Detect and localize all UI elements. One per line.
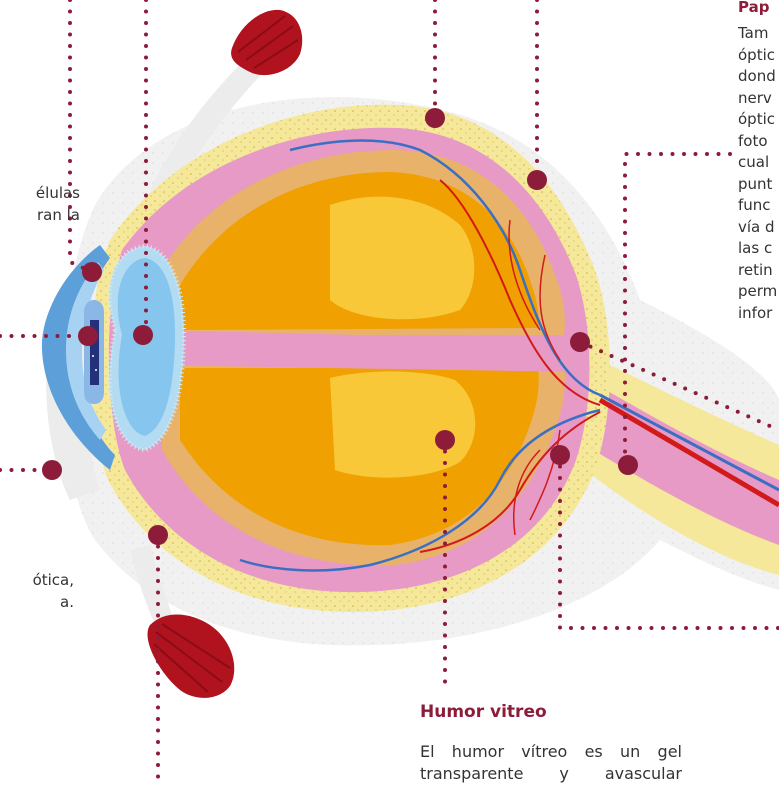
fragment-line: ran la [0, 205, 80, 227]
papila-line: Tam [738, 23, 779, 45]
left-description-fragment-2: ótica, a. [0, 570, 74, 613]
humor-vitreo-description: El humor vítreo es un gel transparente y… [420, 741, 682, 785]
papila-line: perm [738, 281, 779, 303]
fragment-line: ótica, [0, 570, 74, 592]
papila-line: vía d [738, 217, 779, 239]
humor-vitreo-heading: Humor vitreo [420, 702, 547, 722]
papila-line: punt [738, 174, 779, 196]
papila-description: Tam óptic dond nerv óptic foto cual punt… [738, 23, 779, 324]
left-description-fragment-1: élulas ran la [0, 183, 80, 226]
papila-line: cual [738, 152, 779, 174]
papila-line: dond [738, 66, 779, 88]
papila-line: las c [738, 238, 779, 260]
papila-line: infor [738, 303, 779, 325]
humor-line: El humor vítreo es un gel [420, 741, 682, 763]
fragment-line: a. [0, 592, 74, 614]
papila-line: óptic [738, 45, 779, 67]
humor-line: transparente y avascular [420, 763, 682, 785]
papila-line: foto [738, 131, 779, 153]
fragment-line: élulas [0, 183, 80, 205]
papila-line: nerv [738, 88, 779, 110]
papila-line: retin [738, 260, 779, 282]
papila-line: func [738, 195, 779, 217]
papila-heading: Pap [738, 0, 769, 16]
papila-line: óptic [738, 109, 779, 131]
